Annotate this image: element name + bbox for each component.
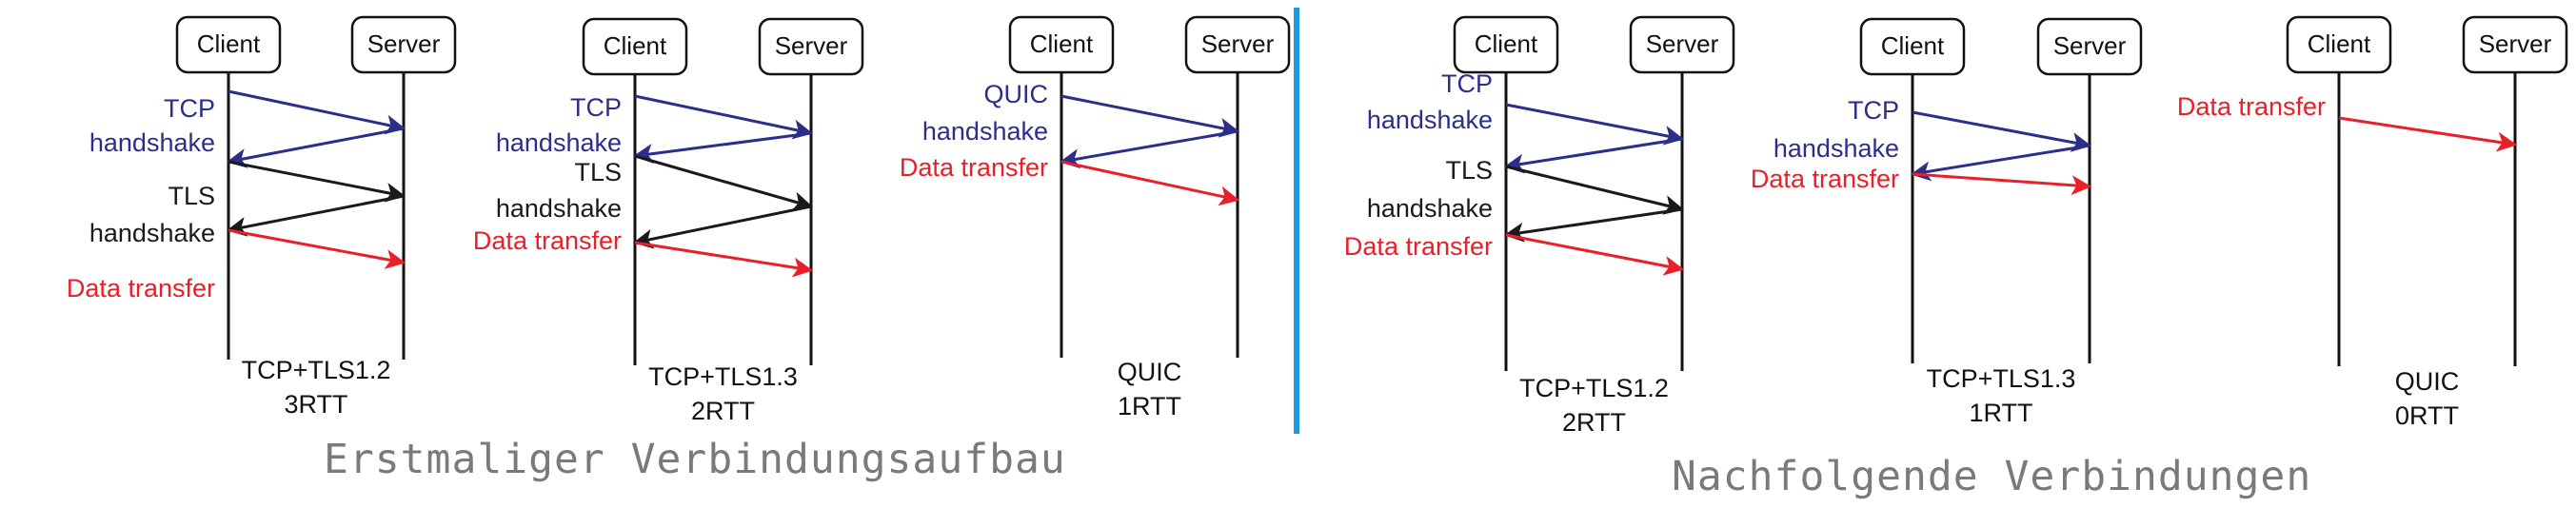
tcp-handshake-arrow-to-server bbox=[1912, 110, 2092, 152]
server-label: Server bbox=[1201, 29, 1275, 58]
protocol-label: QUIC bbox=[2395, 367, 2460, 396]
client-box bbox=[1008, 15, 1115, 74]
client-label: Client bbox=[1881, 31, 1945, 60]
tcp-handshake-label: handshake bbox=[496, 128, 622, 157]
server-box bbox=[1629, 15, 1735, 74]
protocol-label: TCP+TLS1.3 bbox=[1927, 364, 2076, 393]
tls-handshake-arrow-to-server bbox=[228, 160, 406, 203]
rtt-label: 3RTT bbox=[284, 390, 347, 419]
protocol-label: TCP+TLS1.2 bbox=[242, 356, 391, 384]
tcp-handshake-arrow-to-client bbox=[632, 131, 812, 164]
quic-handshake-label: handshake bbox=[922, 117, 1048, 146]
tls-handshake-arrow-to-client bbox=[632, 205, 812, 249]
data-transfer-label: Data transfer bbox=[67, 274, 215, 303]
tls-handshake-label: handshake bbox=[1367, 194, 1493, 223]
server-box bbox=[758, 17, 864, 76]
rtt-label: 1RTT bbox=[1118, 392, 1181, 420]
data-transfer-arrow-to-server bbox=[2338, 116, 2518, 152]
section-caption-subsequent-connections: Nachfolgende Verbindungen bbox=[1672, 453, 2312, 500]
data-transfer-arrow-to-server bbox=[1060, 160, 1240, 206]
rtt-label: 2RTT bbox=[1562, 408, 1626, 437]
rtt-label: 0RTT bbox=[2395, 401, 2459, 430]
tcp-handshake-label: TCP bbox=[164, 94, 215, 123]
data-transfer-label: Data transfer bbox=[900, 153, 1048, 182]
tls-handshake-label: handshake bbox=[496, 194, 622, 223]
tcp-handshake-arrow-to-client bbox=[226, 127, 405, 168]
tls-handshake-label: TLS bbox=[1445, 156, 1493, 185]
server-box bbox=[1184, 15, 1291, 74]
tls-handshake-label: TLS bbox=[574, 158, 622, 186]
data-transfer-arrow-to-server bbox=[228, 228, 406, 269]
protocol-label: TCP+TLS1.2 bbox=[1519, 374, 1669, 402]
client-label: Client bbox=[1475, 29, 1538, 58]
data-transfer-label: Data transfer bbox=[1344, 232, 1493, 261]
data-transfer-arrow-to-server bbox=[1912, 172, 2092, 196]
tcp-handshake-label: TCP bbox=[1441, 69, 1493, 98]
client-box bbox=[1453, 15, 1559, 74]
data-transfer-label: Data transfer bbox=[2177, 92, 2326, 121]
tcp-handshake-label: TCP bbox=[570, 93, 622, 122]
tcp-handshake-label: handshake bbox=[1773, 134, 1899, 163]
client-label: Client bbox=[197, 29, 261, 58]
client-box bbox=[175, 15, 282, 74]
section-caption-first-connection: Erstmaliger Verbindungsaufbau bbox=[324, 436, 1066, 483]
client-label: Client bbox=[604, 31, 667, 60]
rtt-label: 2RTT bbox=[691, 397, 755, 425]
client-box bbox=[2286, 15, 2392, 74]
server-label: Server bbox=[1646, 29, 1719, 58]
tls-handshake-label: TLS bbox=[168, 182, 215, 210]
data-transfer-label: Data transfer bbox=[1751, 165, 1899, 193]
protocol-label: TCP+TLS1.3 bbox=[648, 362, 798, 391]
tls-handshake-arrow-to-server bbox=[634, 154, 814, 211]
rtt-label: 1RTT bbox=[1969, 399, 2032, 427]
quic-handshake-arrow-to-server bbox=[1060, 94, 1240, 138]
tcp-handshake-arrow-to-server bbox=[634, 94, 814, 140]
data-transfer-arrow-to-server bbox=[634, 241, 814, 278]
tls-handshake-arrow-to-client bbox=[1503, 207, 1683, 243]
tls-handshake-arrow-to-server bbox=[1505, 165, 1685, 215]
client-label: Client bbox=[2308, 29, 2371, 58]
tcp-handshake-arrow-to-client bbox=[1910, 144, 2091, 182]
protocol-label: QUIC bbox=[1118, 358, 1182, 386]
server-label: Server bbox=[367, 29, 441, 58]
data-transfer-arrow-to-server bbox=[1505, 233, 1685, 276]
tls-handshake-label: handshake bbox=[89, 219, 215, 247]
server-label: Server bbox=[2053, 31, 2127, 60]
quic-handshake-label: QUIC bbox=[984, 80, 1049, 108]
quic-handshake-arrow-to-client bbox=[1059, 129, 1238, 169]
server-box bbox=[350, 15, 457, 74]
tls-handshake-arrow-to-client bbox=[226, 194, 405, 237]
data-transfer-label: Data transfer bbox=[473, 226, 622, 255]
server-label: Server bbox=[775, 31, 848, 60]
server-box bbox=[2036, 17, 2143, 76]
tcp-handshake-arrow-to-server bbox=[228, 89, 406, 135]
client-box bbox=[1859, 17, 1966, 76]
tcp-handshake-arrow-to-client bbox=[1503, 137, 1683, 174]
client-label: Client bbox=[1030, 29, 1094, 58]
tcp-handshake-label: handshake bbox=[89, 128, 215, 157]
server-box bbox=[2462, 15, 2568, 74]
server-label: Server bbox=[2479, 29, 2552, 58]
tcp-handshake-label: handshake bbox=[1367, 106, 1493, 134]
tcp-handshake-arrow-to-server bbox=[1505, 103, 1685, 146]
tcp-handshake-label: TCP bbox=[1848, 96, 1899, 125]
client-box bbox=[582, 17, 688, 76]
